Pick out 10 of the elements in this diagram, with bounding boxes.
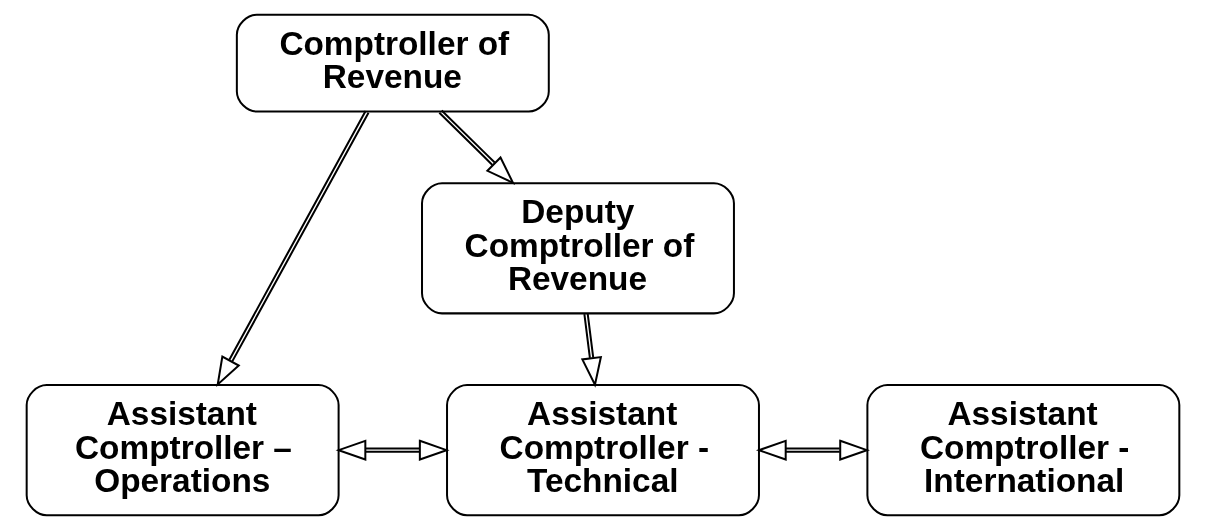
arrow	[437, 109, 515, 185]
node-box: Comptroller of Revenue	[235, 13, 550, 113]
arrow	[755, 439, 870, 461]
arrow	[335, 439, 450, 461]
node-box: Assistant Comptroller - Technical	[445, 384, 760, 517]
arrow	[215, 110, 369, 388]
arrow	[580, 312, 602, 388]
node-box: Assistant Comptroller – Operations	[25, 384, 340, 517]
node-box: Deputy Comptroller of Revenue	[420, 182, 735, 315]
node-box: Assistant Comptroller - International	[865, 384, 1180, 517]
